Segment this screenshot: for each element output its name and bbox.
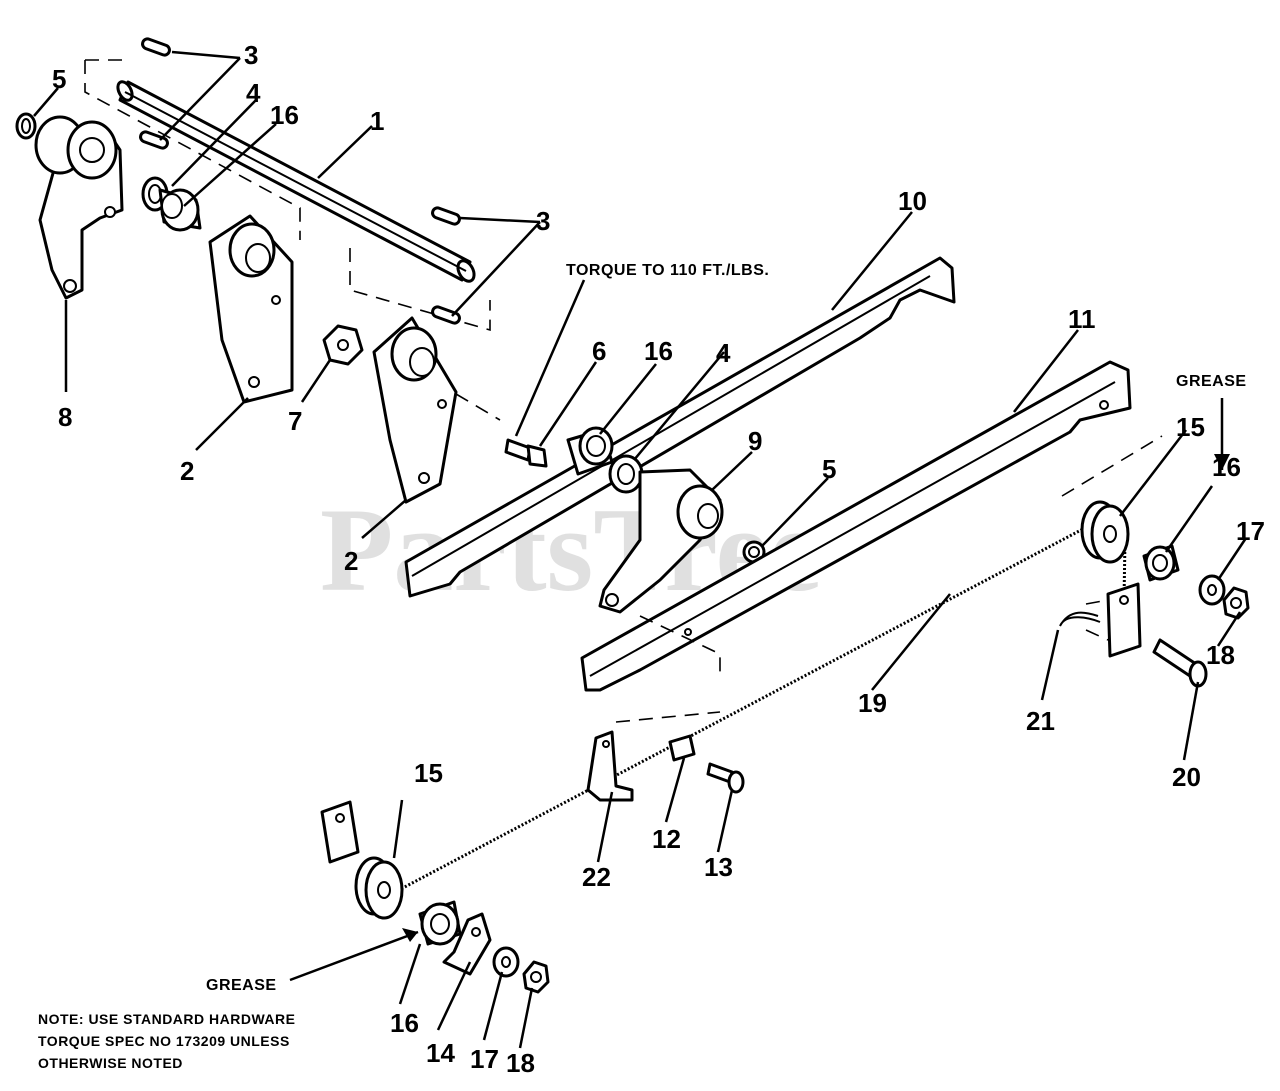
callout-1: 1 (370, 106, 384, 136)
callout-15: 15 (414, 758, 443, 788)
woodruff-key (139, 37, 461, 325)
callout-4: 4 (716, 338, 731, 368)
callout-16: 16 (1212, 452, 1241, 482)
cable-clevis (320, 800, 360, 864)
callout-16: 16 (644, 336, 673, 366)
pulley-bracket (442, 912, 492, 976)
callout-14: 14 (426, 1038, 455, 1068)
assembly-line (615, 711, 721, 723)
callout-9: 9 (748, 426, 762, 456)
note-line-2: TORQUE SPEC NO 173209 UNLESS (38, 1033, 290, 1049)
assembly-line (1085, 629, 1109, 641)
hairpin-clip (1059, 611, 1101, 627)
callout-16: 16 (390, 1008, 419, 1038)
callout-20: 20 (1172, 762, 1201, 792)
pulley (354, 856, 404, 920)
arrow-icon (1214, 454, 1230, 470)
callout-17: 17 (1236, 516, 1265, 546)
callout-17: 17 (470, 1044, 499, 1074)
bolt (504, 438, 548, 468)
nut (322, 324, 364, 366)
assembly-line (639, 615, 721, 680)
callout-3: 3 (244, 40, 258, 70)
callout-11: 11 (1068, 304, 1096, 334)
clevis-pin (1152, 638, 1208, 688)
arrow-icon (402, 928, 418, 942)
pulley (1080, 500, 1130, 564)
lift-rail-upper (404, 256, 956, 598)
nut (522, 960, 550, 994)
lift-rail-lower (580, 360, 1132, 692)
callout-6: 6 (592, 336, 606, 366)
cable-guide-bracket (586, 730, 634, 802)
callout-10: 10 (898, 186, 927, 216)
callout-15: 15 (1176, 412, 1205, 442)
grease-annotation-left: GREASE (206, 977, 277, 994)
callout-22: 22 (582, 862, 611, 892)
callout-5: 5 (822, 454, 836, 484)
callout-3: 3 (536, 206, 550, 236)
cable-clevis (1106, 582, 1142, 658)
assembly-line (1061, 435, 1163, 497)
note-line-1: NOTE: USE STANDARD HARDWARE (38, 1011, 295, 1027)
callout-19: 19 (858, 688, 887, 718)
assembly-line (1085, 599, 1109, 605)
note-line-3: OTHERWISE NOTED (38, 1055, 183, 1071)
callout-7: 7 (288, 406, 302, 436)
callout-18: 18 (506, 1048, 535, 1078)
torque-annotation: TORQUE TO 110 FT./LBS. (566, 262, 769, 279)
cross-shaft (116, 80, 476, 283)
grease-annotation-right: GREASE (1176, 373, 1247, 390)
lift-arm-left (34, 115, 124, 300)
callout-18: 18 (1206, 640, 1235, 670)
nut (1222, 586, 1250, 620)
lift-link-upper (208, 214, 294, 404)
bushing (418, 900, 462, 946)
callout-21: 21 (1026, 706, 1055, 736)
bushing (566, 426, 614, 476)
bushing (1142, 544, 1180, 582)
callout-12: 12 (652, 824, 681, 854)
link-arm (598, 468, 724, 614)
callout-2: 2 (180, 456, 194, 486)
callout-16: 16 (270, 100, 299, 130)
callout-5: 5 (52, 64, 66, 94)
lift-link-lower (372, 316, 458, 504)
cable-clamp (668, 734, 696, 762)
callout-4: 4 (246, 78, 261, 108)
screw (706, 762, 745, 794)
assembly-line (455, 393, 501, 421)
callout-13: 13 (704, 852, 733, 882)
callout-2: 2 (344, 546, 358, 576)
callout-8: 8 (58, 402, 72, 432)
